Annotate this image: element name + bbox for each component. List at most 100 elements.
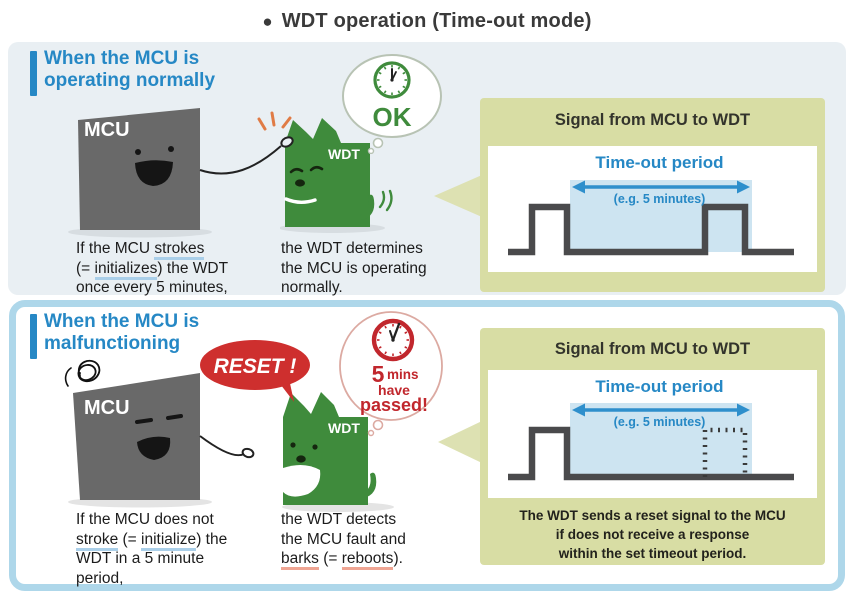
timeout-period-label: Time-out period [595,153,724,172]
eye [168,146,174,152]
text-segment: ) the [196,530,228,548]
text-segment: ) the WDT [157,259,229,277]
wdt-character-normal: WDT [280,118,393,233]
caption-mcu-strokes: If the MCU strokes(= initializes) the WD… [76,239,228,298]
pat-spark-icon [281,116,292,129]
note-line: if does not receive a response [555,527,750,542]
callout-pointer [438,421,482,463]
thought-line2: have [378,382,410,398]
heading-bar [30,51,37,96]
open-mouth [137,436,171,460]
heading-line: When the MCU is [44,311,200,332]
text-segment: the MCU fault and [281,530,406,548]
signal-plot-area: Time-out period (e.g. 5 minutes) [488,370,817,498]
bubble-trail [367,147,375,154]
scribble-icon [64,367,72,387]
wdt-body [285,118,370,227]
eye [166,414,183,420]
pat-spark-icon [257,117,267,131]
mcu-character-fault: MCU [64,359,255,508]
arrow-head-right [737,180,750,194]
arrow-head-right [737,403,750,417]
text-segment: the WDT determines [281,240,423,257]
timeout-shade [570,180,752,252]
eye [309,165,324,172]
text-segment: ). [393,550,403,567]
hand [280,136,294,148]
nose [296,455,306,463]
text-segment: If the MCU does not [76,511,214,528]
arrow-head-left [572,403,585,417]
wdt-character-fault: WDT [282,392,394,512]
clock-ticks [377,324,409,356]
hand [241,447,255,459]
smile-mouth [135,160,173,186]
bubble [200,340,310,390]
signal-title: Signal from MCU to WDT [554,340,751,358]
underlined-term: stroke [76,530,119,551]
text-segment: WDT in a 5 minute [76,550,205,567]
missing-pulse-dashed [702,427,748,477]
callout-pointer [434,175,482,217]
timeout-period-label: Time-out period [595,377,724,396]
note-line: within the set timeout period. [558,546,747,561]
thought-line3: passed! [360,395,428,415]
thought-number: 5 [372,361,385,387]
wdt-label: WDT [328,420,360,436]
mcu-body [73,373,200,500]
signal-trace [508,203,794,256]
text-segment: (= [76,259,95,277]
signal-box-fault: Signal from MCU to WDT Time-out period (… [480,328,825,565]
eye [135,418,153,424]
timeout-example-label: (e.g. 5 minutes) [613,415,706,429]
text-segment: the MCU is operating [281,259,427,277]
eye [290,442,296,448]
arm [199,435,245,457]
timeout-shade [570,403,752,477]
signal-waveform [508,180,794,256]
heading-bar [30,314,37,359]
eye [312,444,318,450]
mouth [284,197,317,204]
heading-normal: When the MCU is operating normally [44,48,215,92]
mcu-label: MCU [84,397,130,419]
mcu-character-normal: MCU [68,108,294,238]
thought-bubble-5mins: 5 mins have passed! [339,311,443,437]
text-segment: once every 5 minutes, [76,279,228,296]
eye [135,149,141,155]
tail [362,472,377,498]
text-segment: normally. [281,279,343,296]
underlined-term: strokes [154,240,205,260]
text-segment: the WDT detects [281,511,397,528]
note-line: The WDT sends a reset signal to the MCU [519,508,786,523]
signal-plot-area: Time-out period (e.g. 5 minutes) [488,146,817,272]
page-title: ● WDT operation (Time-out mode) [0,10,854,33]
clock-center [390,78,394,82]
heading-line: When the MCU is [44,48,200,69]
clock-center [391,338,395,342]
underlined-term: barks [281,550,319,570]
underlined-term: initializes [94,259,158,280]
signal-title: Signal from MCU to WDT [554,111,751,129]
scribble-icon [77,359,101,383]
mcu-label: MCU [84,119,130,141]
arm [199,145,282,175]
underlined-term: initialize [141,530,197,551]
heading-line: malfunctioning [44,333,181,354]
heading-line: operating normally [44,70,216,91]
bubble-trail [372,419,384,431]
pat-spark-icon [270,111,276,127]
bubble-trail [367,429,375,437]
thought-bubble-ok: OK [342,54,442,154]
signal-trace [508,426,794,481]
ok-text: OK [373,102,412,132]
tail-motion-line [378,190,386,209]
bullet-icon: ● [262,12,273,31]
bubble-trail [372,137,384,149]
nose [295,179,305,187]
signal-waveform [508,403,794,481]
signal-box-normal: Signal from MCU to WDT Time-out period (… [480,98,825,292]
eye [289,167,304,174]
